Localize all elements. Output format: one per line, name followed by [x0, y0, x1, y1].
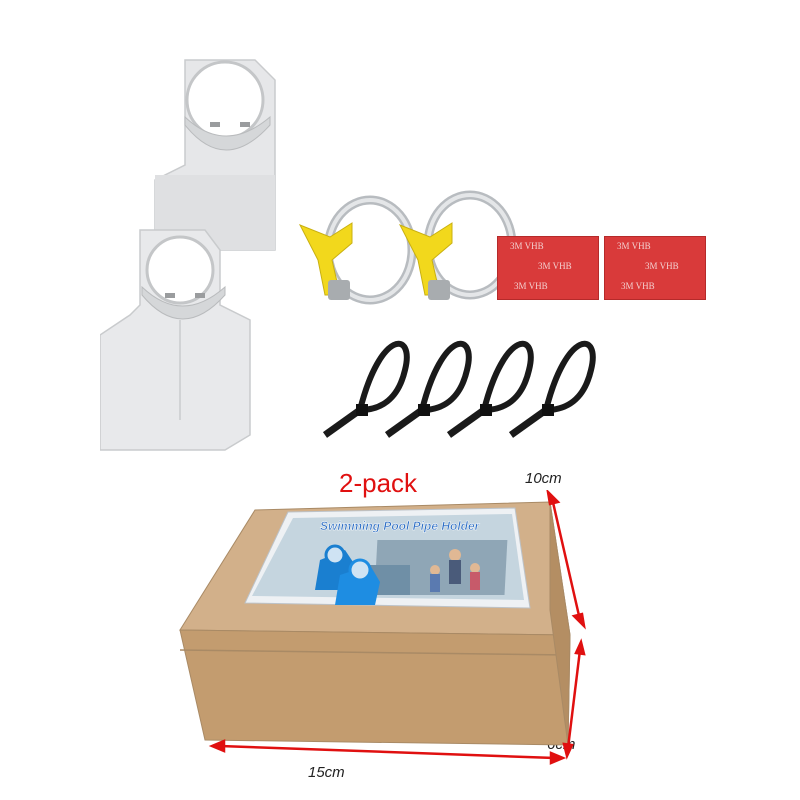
hose-clamp-left [298, 195, 417, 305]
pipe-holder-back [154, 59, 276, 251]
product-box-illustration: Swimming Pool Pipe Holder [179, 490, 586, 765]
cable-tie-3 [446, 340, 534, 438]
adhesive-pad-right-text: 3M VHB [617, 241, 651, 251]
pack-label: 2-pack [339, 468, 418, 498]
cable-tie-4 [508, 340, 596, 438]
pipe-holder-group [100, 55, 300, 455]
adhesive-pad-right-text-2: 3M VHB [645, 261, 679, 271]
adhesive-pad-left-text: 3M VHB [510, 241, 544, 251]
adhesive-pad-left-text-2: 3M VHB [538, 261, 572, 271]
adhesive-pad-right-text-3: 3M VHB [621, 281, 655, 291]
pipe-holder-illustration [100, 59, 276, 451]
height-arrow [562, 638, 586, 760]
width-arrow [546, 490, 586, 630]
length-label: 15cm [308, 764, 345, 781]
length-arrow [208, 739, 567, 765]
hose-clamps-illustration [298, 190, 517, 305]
cable-tie-group [320, 330, 620, 450]
hose-clamp-group [290, 185, 520, 325]
adhesive-pad-right: 3M VHB 3M VHB 3M VHB [604, 236, 706, 300]
adhesive-pad-left: 3M VHB 3M VHB 3M VHB [497, 236, 599, 300]
cable-tie-2 [384, 340, 472, 438]
hose-clamp-right [398, 190, 517, 300]
cable-tie-1 [322, 340, 410, 438]
product-box: Swimming Pool Pipe Holder [170, 490, 590, 770]
width-label: 10cm [525, 470, 562, 487]
adhesive-pad-left-text-3: 3M VHB [514, 281, 548, 291]
box-front [179, 629, 571, 746]
cable-ties-illustration [322, 340, 596, 438]
box-label-title: Swimming Pool Pipe Holder [320, 519, 481, 533]
pipe-holder-front [100, 229, 251, 451]
box-label-sticker [244, 507, 531, 609]
